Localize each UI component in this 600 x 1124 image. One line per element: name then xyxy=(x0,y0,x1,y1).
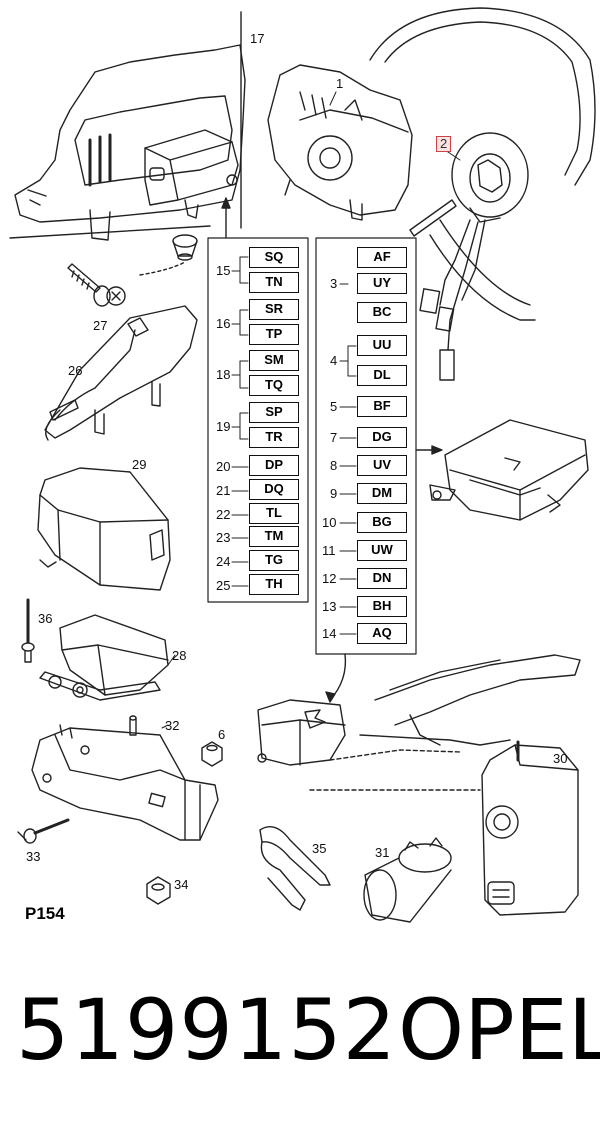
code-tg: TG xyxy=(249,550,299,571)
callout-36: 36 xyxy=(38,611,53,626)
callout-3: 3 xyxy=(330,276,338,291)
module-28-drawing xyxy=(39,614,169,701)
callout-leaders xyxy=(161,91,461,729)
callout-27: 27 xyxy=(93,318,108,333)
code-bc: BC xyxy=(357,302,407,323)
cover-drawing xyxy=(37,467,171,591)
contact-unit-drawing xyxy=(409,132,529,381)
bracket-32-drawing xyxy=(31,715,219,841)
code-tp: TP xyxy=(249,324,299,345)
airbag-module-drawing xyxy=(429,419,589,521)
callout-8: 8 xyxy=(330,458,338,473)
code-dm: DM xyxy=(357,483,407,504)
callout-19: 19 xyxy=(216,419,231,434)
code-dn: DN xyxy=(357,568,407,589)
callout-18: 18 xyxy=(216,367,231,382)
steering-wheel-drawing xyxy=(369,7,596,321)
code-tl: TL xyxy=(249,503,299,524)
code-sr: SR xyxy=(249,299,299,320)
code-dl: DL xyxy=(357,365,407,386)
callout-14: 14 xyxy=(322,626,337,641)
code-uu: UU xyxy=(357,335,407,356)
code-dq: DQ xyxy=(249,479,299,500)
callout-21: 21 xyxy=(216,483,231,498)
callout-33: 33 xyxy=(26,849,41,864)
code-tn: TN xyxy=(249,272,299,293)
callout-11: 11 xyxy=(322,543,336,558)
code-aq: AQ xyxy=(357,623,407,644)
arrows xyxy=(221,197,443,703)
code-af: AF xyxy=(357,247,407,268)
panel-bracket-drawing xyxy=(9,11,246,241)
code-bh: BH xyxy=(357,596,407,617)
callout-13: 13 xyxy=(322,599,337,614)
lever-cable-drawing xyxy=(44,305,198,441)
callout-5: 5 xyxy=(330,399,338,414)
callout-26: 26 xyxy=(68,363,83,378)
callout-24: 24 xyxy=(216,554,231,569)
callout-9: 9 xyxy=(330,486,338,501)
callout-7: 7 xyxy=(330,430,338,445)
callout-30: 30 xyxy=(553,751,568,766)
code-uv: UV xyxy=(357,455,407,476)
callout-17: 17 xyxy=(250,31,265,46)
callout-10: 10 xyxy=(322,515,337,530)
left-table-leaders xyxy=(231,256,249,587)
handbrake-drawing xyxy=(257,654,581,791)
callout-6: 6 xyxy=(218,727,226,742)
rivet-33-drawing xyxy=(17,818,70,844)
figure-code: P154 xyxy=(25,904,65,923)
right-code-table-frame xyxy=(315,237,417,655)
callout-25: 25 xyxy=(216,578,231,593)
callout-2: 2 xyxy=(436,136,452,152)
callout-12: 12 xyxy=(322,571,337,586)
rivet-36-drawing xyxy=(21,598,35,663)
callout-23: 23 xyxy=(216,530,231,545)
callout-34: 34 xyxy=(174,877,189,892)
code-bf: BF xyxy=(357,396,407,417)
code-tr: TR xyxy=(249,427,299,448)
callout-15: 15 xyxy=(216,263,231,278)
code-bg: BG xyxy=(357,512,407,533)
code-uw: UW xyxy=(357,540,407,561)
switch-housing-drawing xyxy=(267,64,413,221)
right-table-leaders xyxy=(339,283,357,635)
left-code-table-frame xyxy=(207,237,309,603)
code-dg: DG xyxy=(357,427,407,448)
code-th: TH xyxy=(249,574,299,595)
code-tm: TM xyxy=(249,526,299,547)
callout-1: 1 xyxy=(336,76,344,91)
grommet-drawing xyxy=(139,234,198,276)
callout-35: 35 xyxy=(312,841,327,856)
code-dp: DP xyxy=(249,455,299,476)
callout-22: 22 xyxy=(216,507,231,522)
screw-drawing xyxy=(67,263,126,307)
callout-4: 4 xyxy=(330,353,338,368)
callout-16: 16 xyxy=(216,316,231,331)
sleeve-31-drawing xyxy=(363,837,452,923)
clip-35-drawing xyxy=(259,826,331,911)
code-sp: SP xyxy=(249,402,299,423)
callout-29: 29 xyxy=(132,457,147,472)
sensor-30-drawing xyxy=(481,740,579,916)
part-number: 5199152 xyxy=(16,981,398,1079)
code-tq: TQ xyxy=(249,375,299,396)
code-sq: SQ xyxy=(249,247,299,268)
code-sm: SM xyxy=(249,350,299,371)
code-uy: UY xyxy=(357,273,407,294)
callout-20: 20 xyxy=(216,459,231,474)
callout-28: 28 xyxy=(172,648,187,663)
nut-6-drawing xyxy=(201,741,223,767)
brand-name: OPEL xyxy=(398,981,600,1079)
nut-34-drawing xyxy=(146,876,171,905)
callout-31: 31 xyxy=(375,845,390,860)
callout-32: 32 xyxy=(165,718,180,733)
